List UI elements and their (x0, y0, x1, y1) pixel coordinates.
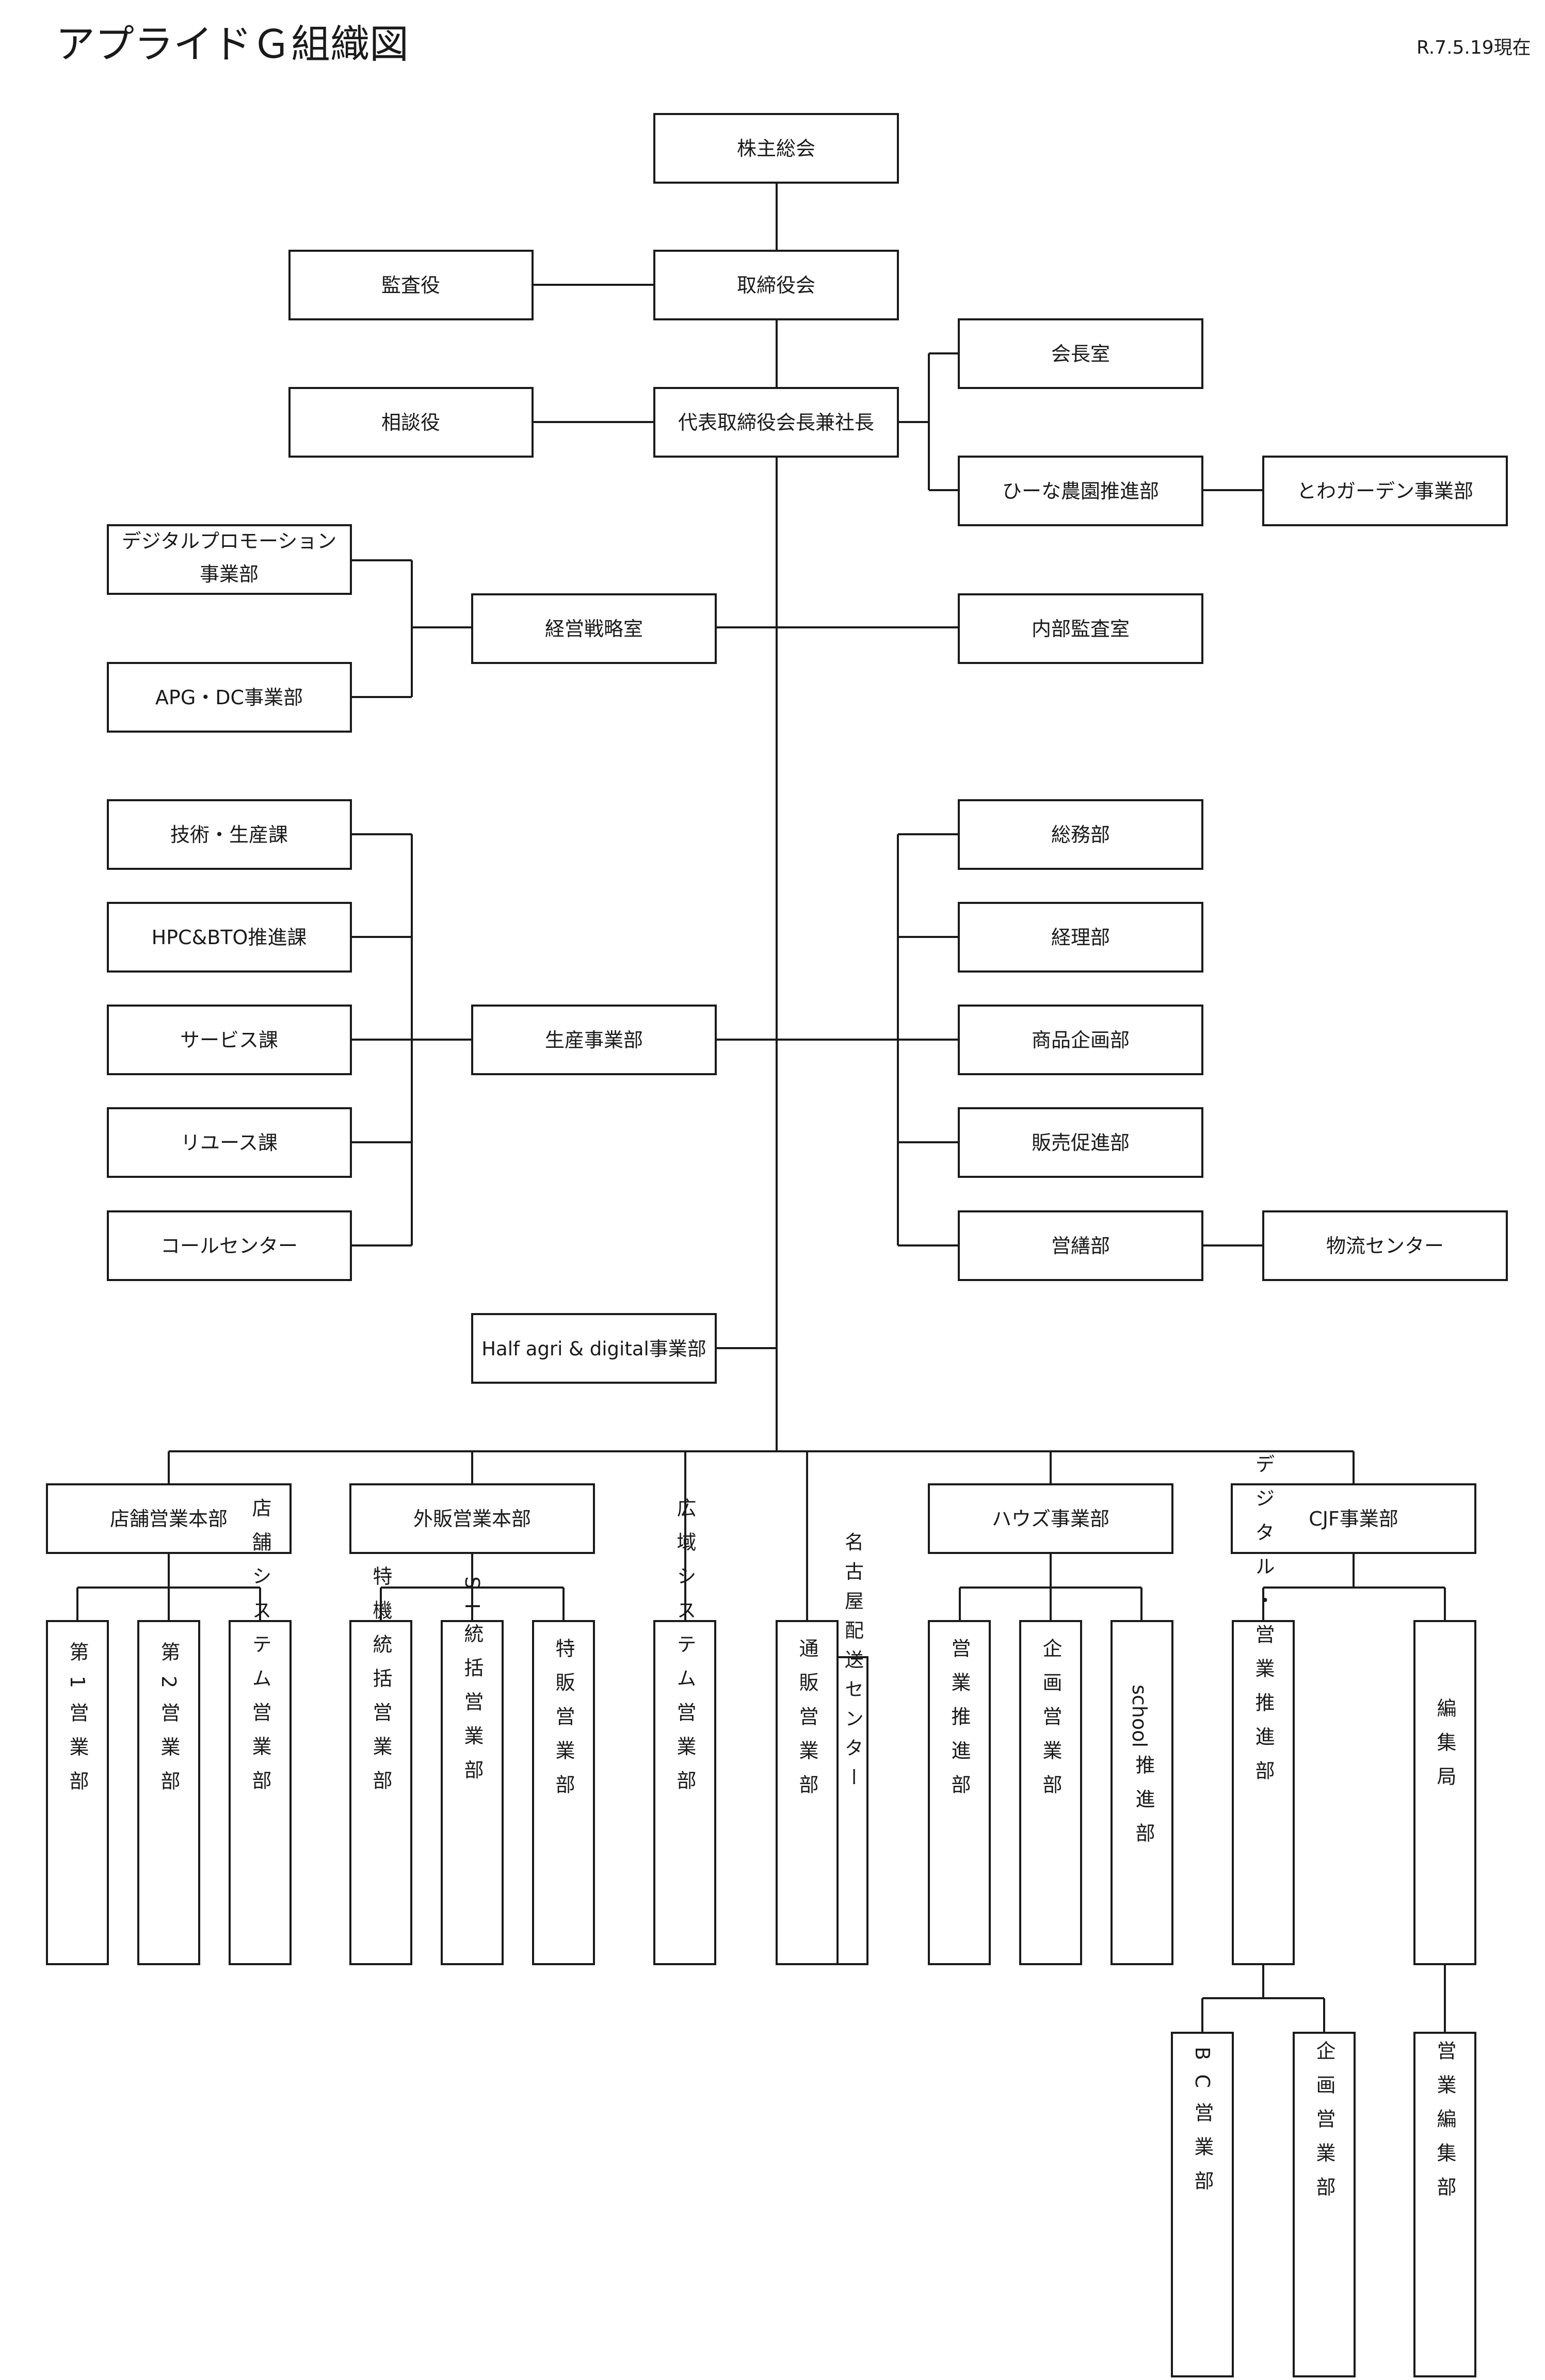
box-store-system: 店舗システム営業部 (229, 1498, 292, 1965)
box-strategy: 経営戦略室 (471, 593, 717, 664)
box-maintenance: 営繕部 (958, 1210, 1203, 1281)
box-label: Half agri & digital事業部 (481, 1338, 706, 1360)
box-label: APG・DC事業部 (155, 686, 303, 709)
box-digital-promotion: デジタルプロモーション 事業部 (107, 524, 352, 595)
box-store-sales-hq: 店舗営業本部 (46, 1483, 292, 1554)
box-wide-area: 広域システム営業部 (653, 1498, 716, 1965)
box-advisor: 相談役 (288, 387, 534, 458)
box-label: 外販営業本部 (413, 1508, 531, 1530)
box-label-vertical: 特機統括営業部 (369, 1566, 392, 1804)
box-label: ひーな農園推進部 (1002, 480, 1159, 503)
box-label-vertical: 通販営業部 (796, 1638, 818, 1808)
box-editorial: 編集局 (1413, 1620, 1476, 1965)
box-towa: とわガーデン事業部 (1262, 456, 1508, 526)
box-label-vertical: デジタル・営業推進部 (1252, 1454, 1275, 1794)
box-apg-dc: APG・DC事業部 (107, 662, 352, 733)
box-label: 監査役 (381, 274, 440, 297)
box-product-planning: 商品企画部 (958, 1005, 1203, 1075)
box-label: 生産事業部 (545, 1029, 643, 1051)
box-label: 株主総会 (737, 137, 815, 160)
box-hiina: ひーな農園推進部 (958, 456, 1203, 526)
box-planning-sales2: 企画営業部 (1293, 2032, 1356, 2377)
box-si: SI統括営業部 (441, 1576, 504, 1965)
box-tech: 技術・生産課 (107, 799, 352, 870)
box-production: 生産事業部 (471, 1005, 717, 1075)
box-label-vertical: 営業推進部 (948, 1638, 971, 1808)
box-label: 総務部 (1051, 823, 1110, 846)
box-special-sales: 特販営業部 (532, 1620, 595, 1965)
box-bc-sales: BC営業部 (1171, 2032, 1234, 2377)
box-label: 相談役 (381, 411, 440, 434)
box-label-vertical: 企画営業部 (1313, 2041, 1335, 2211)
box-label-vertical: BC営業部 (1191, 2047, 1214, 2205)
box-general-affairs: 総務部 (958, 799, 1203, 870)
box-digital-sales: デジタル・営業推進部 (1232, 1454, 1295, 1965)
box-board: 取締役会 (653, 250, 899, 320)
box-sales2: 第2営業部 (137, 1620, 200, 1965)
box-label: 技術・生産課 (170, 823, 288, 846)
box-label-vertical: 企画営業部 (1039, 1638, 1062, 1808)
box-label: 経理部 (1051, 926, 1110, 949)
connector-lines (76, 183, 1446, 2033)
box-nagoya: 名古屋配送センター (836, 1532, 868, 1965)
box-label-vertical: 推進部 (1132, 1755, 1155, 1857)
box-label-vertical: 広域システム営業部 (673, 1498, 696, 1804)
box-label: コールセンター (160, 1235, 298, 1257)
box-sales-promotion: 販売促進部 (958, 1107, 1203, 1178)
box-label-vertical: 第1営業部 (66, 1642, 89, 1805)
box-label: とわガーデン事業部 (1297, 480, 1473, 503)
box-half-agri: Half agri & digital事業部 (471, 1313, 717, 1384)
box-special-machine: 特機統括営業部 (349, 1566, 412, 1965)
box-label-vertical: 特販営業部 (552, 1638, 575, 1808)
box-logistics: 物流センター (1262, 1210, 1508, 1281)
box-label-line1: デジタルプロモーション (122, 530, 336, 553)
box-hpc: HPC&BTO推進課 (107, 902, 352, 973)
box-label: 取締役会 (737, 274, 815, 297)
box-label-vertical: 編集局 (1434, 1698, 1456, 1800)
box-label: 代表取締役会長兼社長 (678, 411, 874, 434)
box-label: リユース課 (181, 1131, 278, 1154)
box-label: ハウズ事業部 (992, 1508, 1109, 1530)
box-label-line2: 事業部 (200, 563, 259, 586)
chart-title: アプライドＧ組織図 (56, 21, 409, 67)
box-label: 会長室 (1051, 343, 1110, 365)
box-label: 経営戦略室 (545, 618, 643, 640)
box-sales-promo-dept: 営業推進部 (928, 1620, 991, 1965)
box-label: CJF事業部 (1309, 1508, 1398, 1530)
box-label-vertical: 第2営業部 (157, 1642, 180, 1805)
box-auditor: 監査役 (288, 250, 534, 320)
box-label: 内部監査室 (1032, 618, 1130, 640)
box-reuse: リユース課 (107, 1107, 352, 1178)
box-label-vertical: 名古屋配送センター (842, 1532, 864, 1796)
box-callcenter: コールセンター (107, 1210, 352, 1281)
box-label: 物流センター (1326, 1235, 1444, 1257)
box-house: ハウズ事業部 (928, 1483, 1173, 1554)
box-label: 販売促進部 (1032, 1131, 1130, 1154)
box-label-vertical: school (1128, 1685, 1151, 1747)
box-label-vertical: 店舗システム営業部 (249, 1498, 271, 1804)
box-shareholders: 株主総会 (653, 113, 899, 184)
box-label: HPC&BTO推進課 (152, 926, 307, 949)
box-accounting: 経理部 (958, 902, 1203, 973)
box-label: 店舗営業本部 (110, 1508, 228, 1530)
box-sales1: 第1営業部 (46, 1620, 109, 1965)
box-label: 営繕部 (1051, 1235, 1110, 1257)
box-school: school 推進部 (1111, 1620, 1173, 1965)
box-external-sales-hq: 外販営業本部 (349, 1483, 595, 1554)
box-planning-sales: 企画営業部 (1019, 1620, 1082, 1965)
box-sales-editorial: 営業編集部 (1413, 2032, 1476, 2377)
box-label: サービス課 (180, 1029, 278, 1051)
box-label-vertical: SI統括営業部 (461, 1576, 484, 1793)
box-service: サービス課 (107, 1005, 352, 1075)
chart-date: R.7.5.19現在 (1417, 37, 1531, 58)
box-mail-order: 通販営業部 (776, 1620, 839, 1965)
box-internal-audit: 内部監査室 (958, 593, 1203, 664)
box-label: 商品企画部 (1032, 1029, 1130, 1051)
box-label-vertical: 営業編集部 (1434, 2041, 1456, 2211)
box-cjf: CJF事業部 (1231, 1483, 1476, 1554)
box-chairman-office: 会長室 (958, 318, 1203, 389)
box-ceo: 代表取締役会長兼社長 (653, 387, 899, 458)
